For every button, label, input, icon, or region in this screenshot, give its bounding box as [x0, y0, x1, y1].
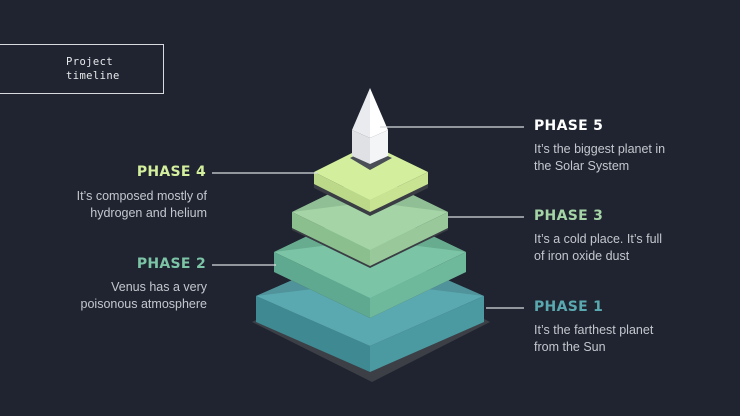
slide-title-line1: Project [66, 56, 114, 68]
phase2-desc-line2: poisonous atmosphere [80, 297, 207, 311]
phase5-desc-line2: the Solar System [534, 159, 630, 173]
slide-title-line2: timeline [66, 70, 120, 82]
phase3-title: PHASE 3 [534, 208, 604, 224]
phase4-desc: It’s composed mostly of hydrogen and hel… [10, 188, 207, 222]
phase3-desc: It’s a cold place. It’s full of iron oxi… [534, 231, 734, 265]
phase3-desc-line1: It’s a cold place. It’s full [534, 232, 663, 246]
phase1-desc-line2: from the Sun [534, 340, 606, 354]
phase5-title: PHASE 5 [534, 118, 604, 134]
phase1-desc-line1: It’s the farthest planet [534, 323, 654, 337]
phase1-desc: It’s the farthest planet from the Sun [534, 322, 734, 356]
phase4-title: PHASE 4 [136, 164, 206, 180]
phase2-title: PHASE 2 [136, 256, 206, 272]
pyramid-spike [352, 88, 388, 164]
phase2-desc: Venus has a very poisonous atmosphere [10, 279, 207, 313]
phase3-desc-line2: of iron oxide dust [534, 249, 630, 263]
phase4-desc-line2: hydrogen and helium [90, 206, 207, 220]
phase4-desc-line1: It’s composed mostly of [76, 189, 207, 203]
title-frame [0, 44, 164, 94]
phase1-title: PHASE 1 [534, 299, 604, 315]
phase5-desc: It’s the biggest planet in the Solar Sys… [534, 141, 734, 175]
slide-title: Project timeline [66, 55, 120, 83]
phase5-desc-line1: It’s the biggest planet in [534, 142, 666, 156]
phase2-desc-line1: Venus has a very [111, 280, 207, 294]
